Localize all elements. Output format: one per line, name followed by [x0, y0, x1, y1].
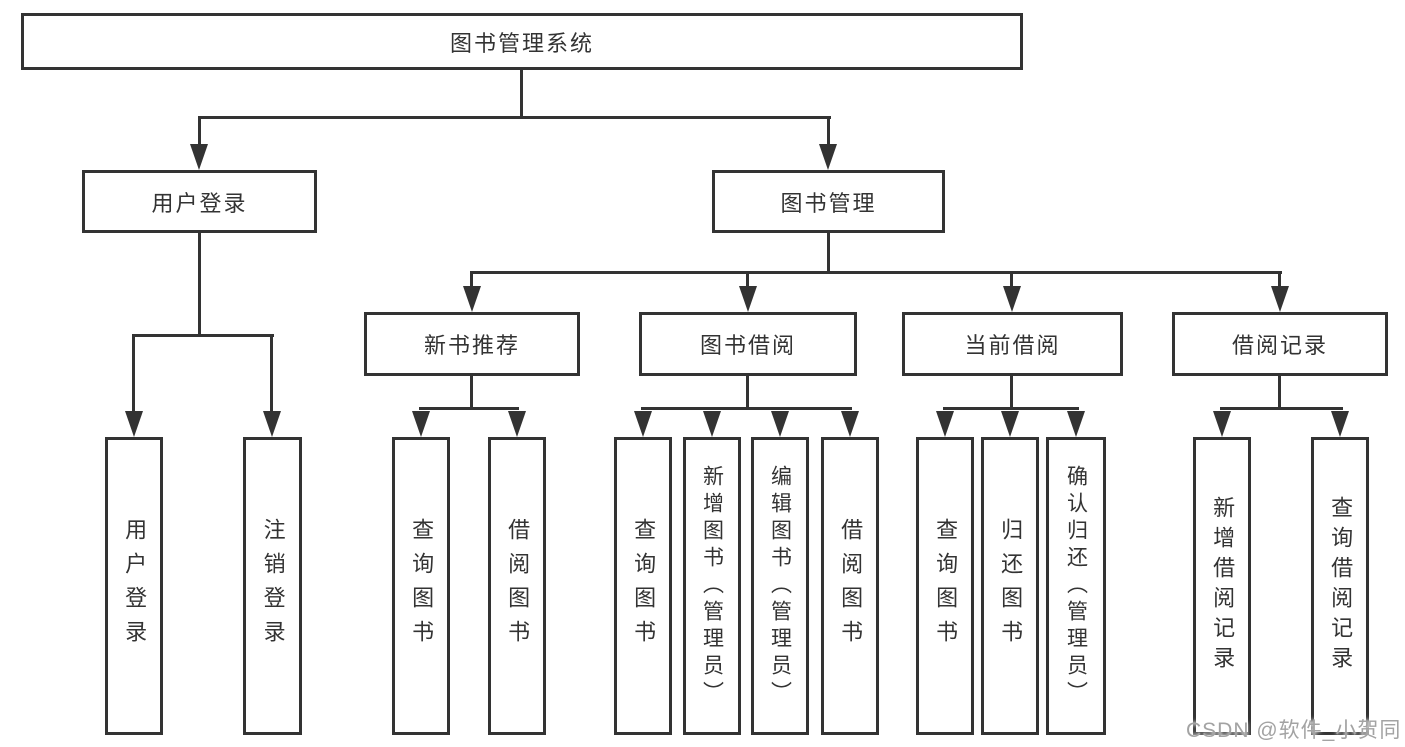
arrowhead-down-icon: [819, 144, 837, 170]
connector-vline: [520, 69, 523, 119]
node-label: 图书借阅: [699, 333, 796, 358]
arrowhead-down-icon: [190, 144, 208, 170]
connector-vline: [746, 271, 749, 289]
connector-hline: [132, 334, 274, 337]
node-label: 查询借阅记录: [1328, 496, 1354, 676]
leaf-edit-book-admin: 编辑图书（管理员）: [751, 437, 809, 735]
leaf-query-books-recommend: 查询图书: [392, 437, 450, 735]
arrowhead-down-icon: [936, 411, 954, 437]
node-label: 编辑图书（管理员）: [768, 464, 792, 708]
leaf-add-book-admin: 新增图书（管理员）: [683, 437, 741, 735]
node-label: 查询图书: [631, 518, 657, 654]
leaf-logout: 注销登录: [243, 437, 302, 735]
leaf-query-books-borrow: 查询图书: [614, 437, 672, 735]
connector-vline: [132, 334, 135, 414]
node-label: 图书管理: [780, 190, 877, 216]
node-label: 确认归还（管理员）: [1064, 464, 1088, 708]
connector-hline: [943, 407, 1079, 410]
leaf-borrow-books: 借阅图书: [821, 437, 879, 735]
node-label: 归还图书: [998, 518, 1024, 654]
leaf-query-borrow-record: 查询借阅记录: [1311, 437, 1369, 735]
node-borrowing-records: 借阅记录: [1172, 312, 1388, 376]
connector-vline: [1278, 271, 1281, 289]
connector-vline: [827, 233, 830, 274]
arrowhead-down-icon: [1001, 411, 1019, 437]
node-label: 用户登录: [122, 518, 148, 654]
connector-vline: [470, 376, 473, 410]
leaf-user-login: 用户登录: [105, 437, 163, 735]
node-label: 查询图书: [409, 518, 435, 654]
node-label: 用户登录: [151, 190, 248, 216]
arrowhead-down-icon: [1003, 286, 1021, 312]
connector-hline: [198, 116, 831, 119]
connector-vline: [827, 116, 830, 147]
node-label: 借阅记录: [1231, 333, 1328, 358]
arrowhead-down-icon: [263, 411, 281, 437]
leaf-return-books: 归还图书: [981, 437, 1039, 735]
connector-vline: [1010, 376, 1013, 410]
node-label: 查询图书: [933, 518, 959, 654]
connector-vline: [746, 376, 749, 410]
arrowhead-down-icon: [1213, 411, 1231, 437]
node-current-borrowing: 当前借阅: [902, 312, 1123, 376]
leaf-confirm-return-admin: 确认归还（管理员）: [1046, 437, 1106, 735]
arrowhead-down-icon: [125, 411, 143, 437]
connector-hline: [1220, 407, 1343, 410]
connector-vline: [470, 271, 473, 289]
arrowhead-down-icon: [771, 411, 789, 437]
arrowhead-down-icon: [508, 411, 526, 437]
connector-hline: [641, 407, 852, 410]
node-label: 注销登录: [260, 518, 286, 654]
node-label: 当前借阅: [964, 333, 1061, 358]
node-new-book-recommend: 新书推荐: [364, 312, 580, 376]
connector-vline: [1010, 271, 1013, 289]
arrowhead-down-icon: [739, 286, 757, 312]
connector-hline: [419, 407, 519, 410]
node-label: 新增借阅记录: [1210, 496, 1236, 676]
leaf-borrow-books-recommend: 借阅图书: [488, 437, 546, 735]
node-library-system: 图书管理系统: [21, 13, 1023, 70]
node-label: 借阅图书: [838, 518, 864, 654]
connector-hline: [470, 271, 1282, 274]
arrowhead-down-icon: [1331, 411, 1349, 437]
connector-vline: [1278, 376, 1281, 410]
node-book-borrowing: 图书借阅: [639, 312, 857, 376]
arrowhead-down-icon: [634, 411, 652, 437]
arrowhead-down-icon: [1271, 286, 1289, 312]
arrowhead-down-icon: [1067, 411, 1085, 437]
arrowhead-down-icon: [703, 411, 721, 437]
connector-vline: [198, 233, 201, 336]
node-user-login: 用户登录: [82, 170, 317, 233]
arrowhead-down-icon: [412, 411, 430, 437]
arrowhead-down-icon: [841, 411, 859, 437]
node-label: 新增图书（管理员）: [700, 464, 724, 708]
node-book-management: 图书管理: [712, 170, 945, 233]
leaf-query-books-current: 查询图书: [916, 437, 974, 735]
connector-vline: [270, 334, 273, 414]
connector-vline: [198, 116, 201, 147]
leaf-add-borrow-record: 新增借阅记录: [1193, 437, 1251, 735]
watermark-text: CSDN @软件_小贺同学: [1186, 719, 1402, 742]
arrowhead-down-icon: [463, 286, 481, 312]
node-label: 图书管理系统: [449, 30, 594, 56]
node-label: 新书推荐: [423, 333, 520, 358]
node-label: 借阅图书: [505, 518, 531, 654]
